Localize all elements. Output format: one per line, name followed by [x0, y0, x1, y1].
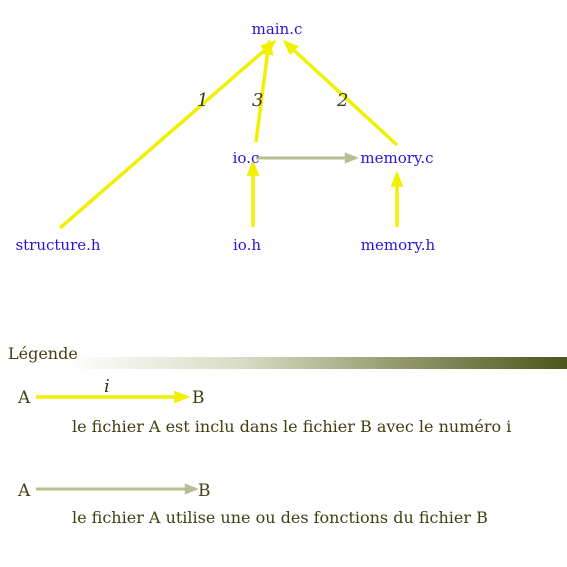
- include-number-3: 3: [252, 90, 263, 111]
- legend-title: Légende: [8, 344, 78, 363]
- legend-uses-to: B: [198, 481, 211, 501]
- include-number-1: 1: [197, 90, 208, 111]
- include-number-2: 2: [336, 90, 348, 111]
- legend-include-to: B: [192, 388, 205, 408]
- node-main-c: main.c: [252, 20, 303, 38]
- legend-bar: [66, 357, 567, 369]
- include-arrow-structure-to-main: [58, 39, 277, 230]
- legend-uses-description: le fichier A utilise une ou des fonction…: [72, 508, 488, 527]
- legend-uses-from: A: [17, 481, 31, 501]
- legend-include-label: i: [104, 376, 110, 397]
- legend-include-description: le fichier A est inclu dans le fichier B…: [72, 417, 511, 436]
- node-io-h: io.h: [233, 236, 261, 254]
- node-memory-h: memory.h: [361, 236, 436, 254]
- node-structure-h: structure.h: [15, 236, 100, 254]
- node-io-c: io.c: [233, 149, 260, 167]
- include-arrow-memory-to-main: [282, 39, 399, 147]
- include-arrow-io-to-main: [254, 38, 274, 143]
- node-memory-c: memory.c: [360, 149, 433, 167]
- legend-include-from: A: [17, 388, 31, 408]
